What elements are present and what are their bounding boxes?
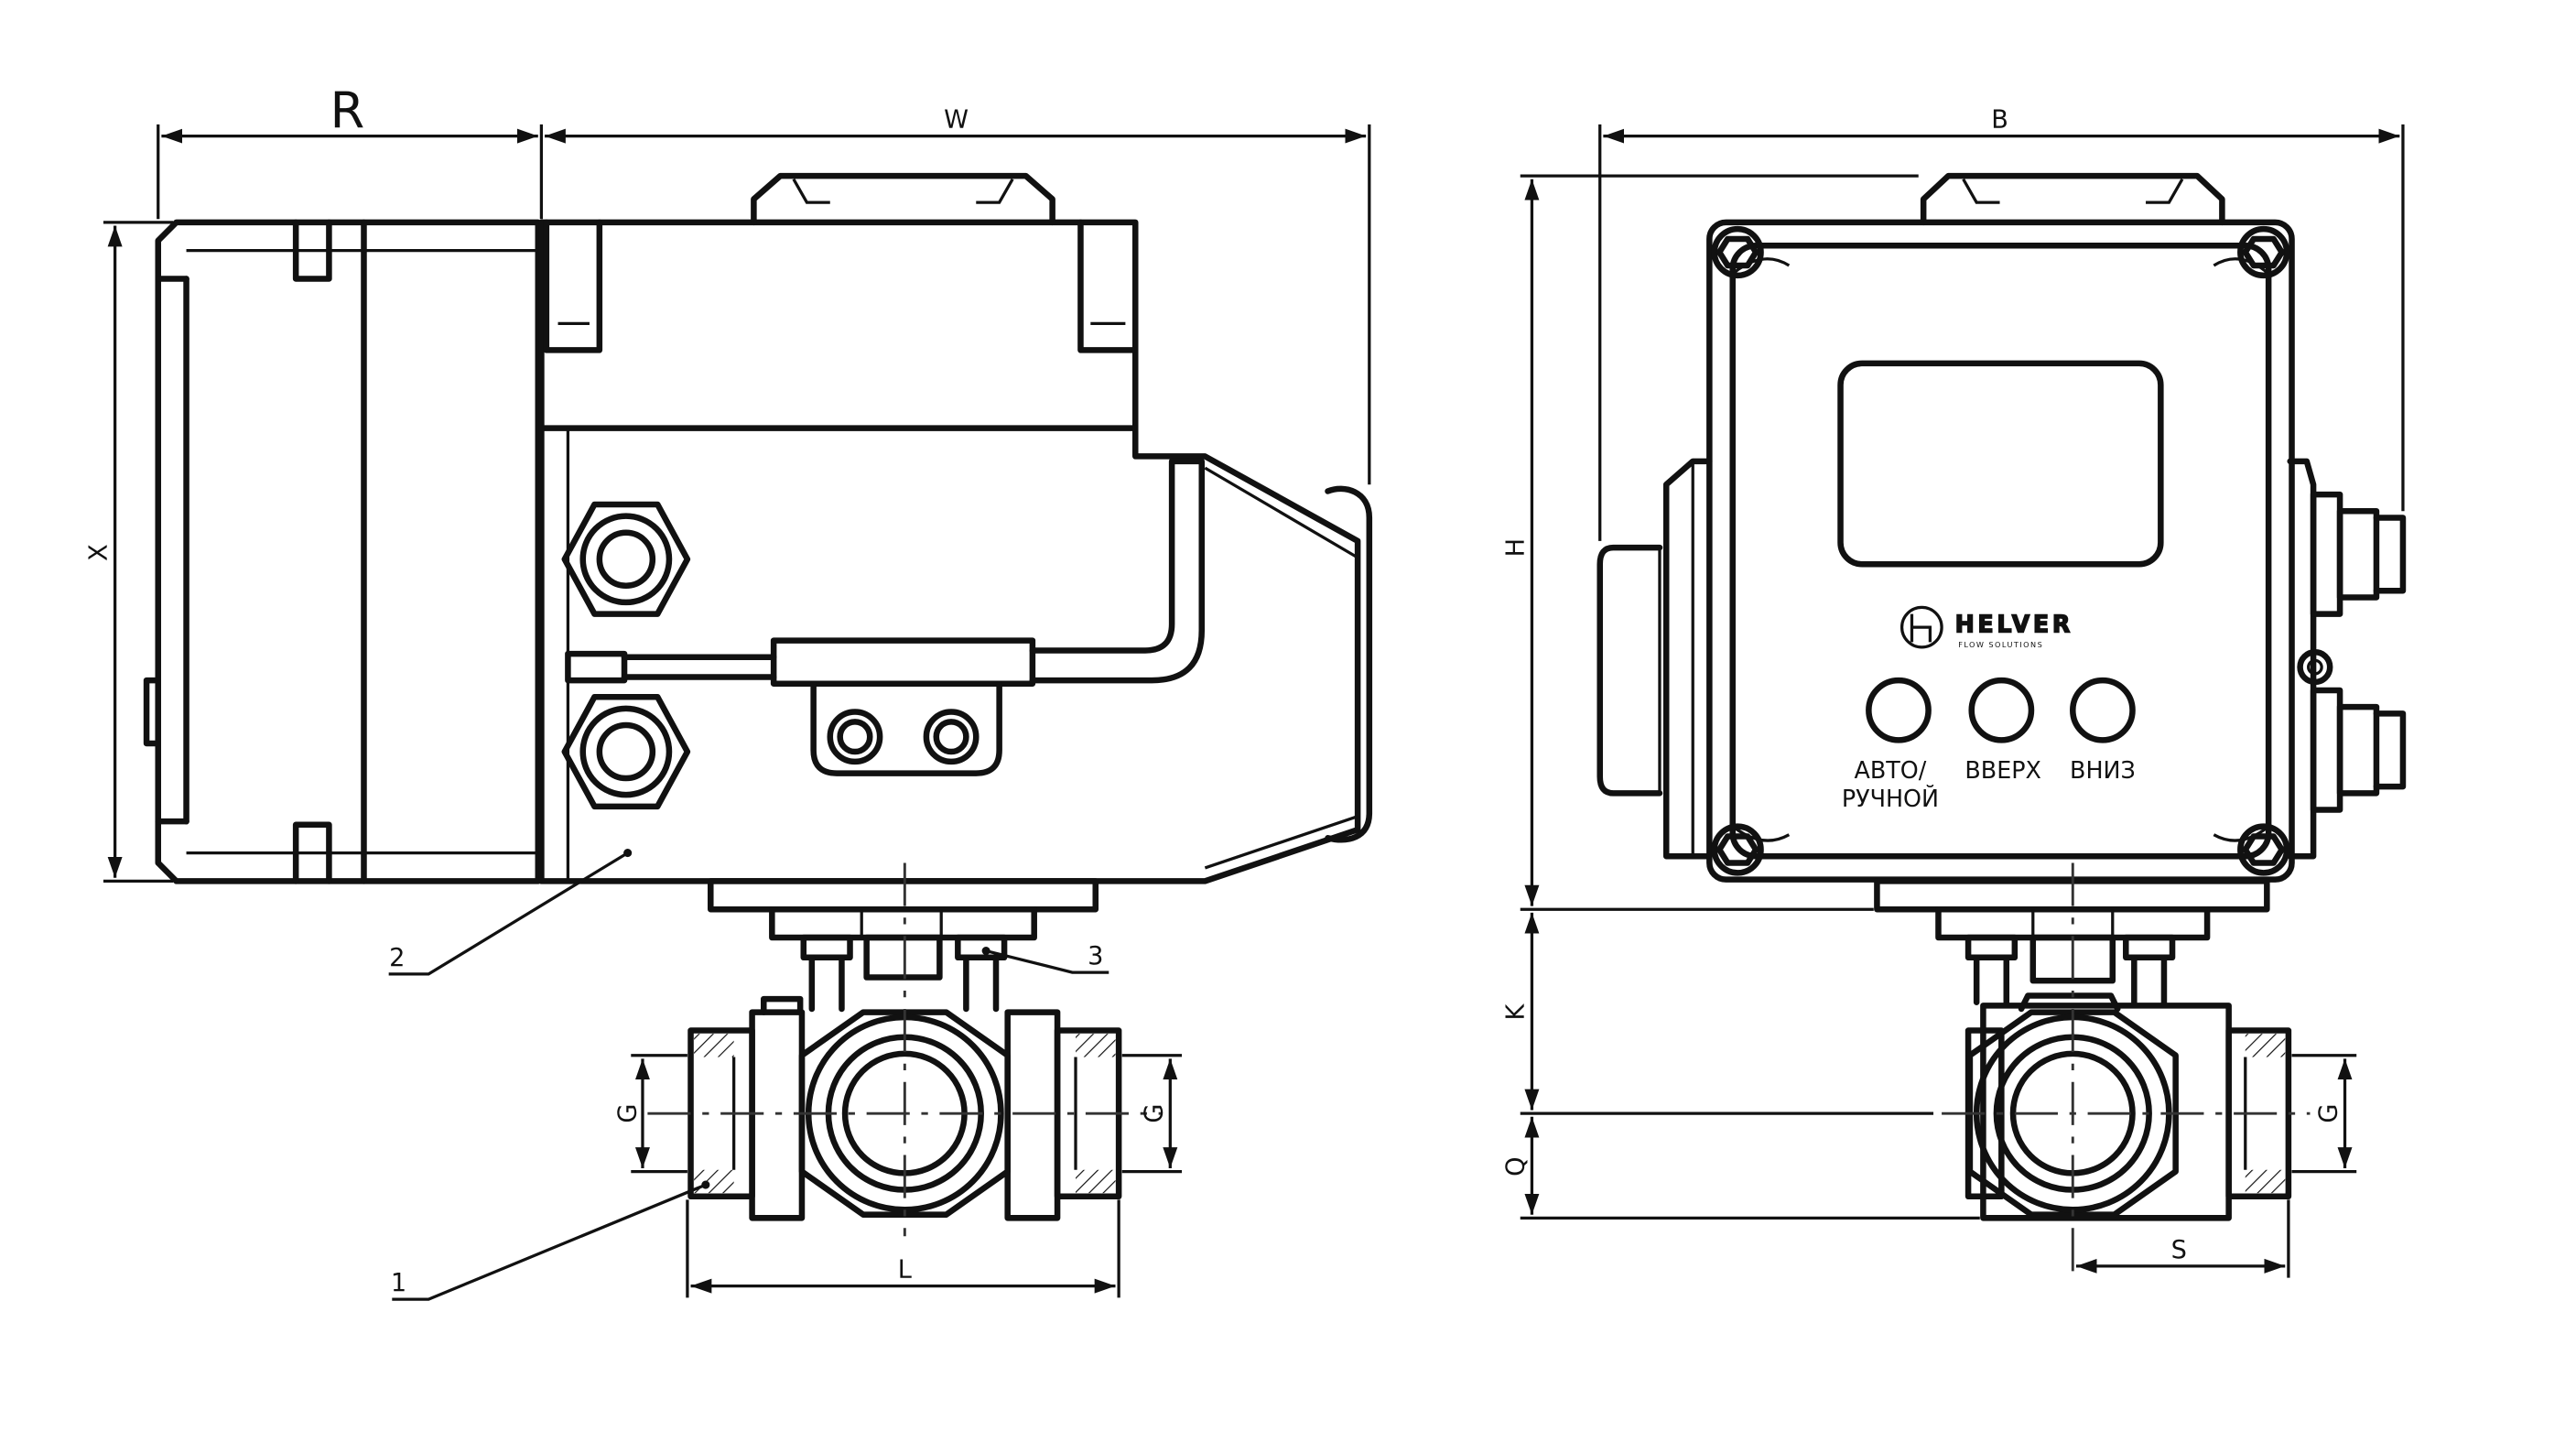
cable-gland-lower [561, 693, 691, 810]
mounting-bracket-side [708, 878, 1099, 1015]
down-label: ВНИЗ [2070, 756, 2136, 784]
dimension-r: R [157, 82, 544, 220]
dimension-k: K [1501, 912, 1934, 1115]
callout-3: 3 [981, 942, 1109, 974]
brand-logo-icon [1900, 605, 1943, 649]
callout-label-2: 2 [389, 944, 405, 972]
cover-screw-bl [1711, 823, 1764, 876]
auto-manual-label-line1: АВТО/ [1855, 756, 1927, 784]
brand-logo: HELVER FLOW SOLUTIONS [1900, 605, 2073, 649]
dim-label-r: R [330, 82, 364, 140]
valve-body-front [1964, 1003, 2292, 1221]
callout-label-3: 3 [1088, 942, 1103, 970]
dimension-w: W [545, 106, 1371, 485]
display-window [1837, 360, 2164, 568]
callout-1: 1 [391, 1180, 710, 1301]
dim-label-s: S [2171, 1236, 2187, 1264]
cover-screw-br [2237, 823, 2290, 876]
dimension-b: B [1598, 106, 2405, 541]
actuator-body-side [143, 172, 1373, 884]
side-view: R W X G G [85, 82, 1373, 1301]
cover-screw-tl [1711, 225, 1764, 279]
handwheel [1596, 458, 1713, 860]
dim-label-w: W [944, 106, 969, 135]
dimension-h: H [1501, 174, 1919, 911]
bolt-right [923, 709, 980, 765]
front-cable-glands [2287, 458, 2407, 860]
down-button[interactable] [2070, 677, 2136, 743]
bolt-left [827, 709, 883, 765]
callout-2: 2 [388, 849, 633, 976]
auto-manual-button[interactable] [1866, 677, 1932, 743]
front-view: HELVER FLOW SOLUTIONS АВТО/ РУЧНОЙ ВВЕРХ… [1501, 106, 2407, 1278]
dimension-l: L [686, 1199, 1120, 1298]
dimension-g-left: G [614, 1054, 687, 1174]
dim-label-h: H [1501, 538, 1530, 557]
dimension-g-side: G [2291, 1054, 2357, 1174]
dimension-s: S [2075, 1199, 2290, 1278]
dim-label-k: K [1501, 1003, 1530, 1020]
brand-tagline: FLOW SOLUTIONS [1958, 640, 2043, 649]
dim-label-q: Q [1501, 1156, 1530, 1176]
brand-name: HELVER [1955, 611, 2073, 638]
cable-gland-upper [561, 501, 691, 617]
dim-label-g-right: G [1140, 1104, 1168, 1123]
callout-label-1: 1 [391, 1269, 406, 1297]
dimension-q: Q [1501, 1116, 1980, 1220]
cover-screw-tr [2237, 225, 2290, 279]
dim-label-g-side: G [2314, 1104, 2343, 1123]
dim-label-l: L [898, 1256, 912, 1285]
dimension-g-right: G [1121, 1054, 1183, 1174]
dimension-x: X [85, 221, 174, 884]
indicator-rod [565, 458, 1206, 776]
dim-label-x: X [85, 544, 114, 561]
up-label: ВВЕРХ [1964, 756, 2040, 784]
dim-label-g-left: G [614, 1104, 643, 1123]
auto-manual-label-line2: РУЧНОЙ [1842, 785, 1939, 812]
dim-label-b: B [1991, 106, 2008, 135]
up-button[interactable] [1968, 677, 2035, 743]
